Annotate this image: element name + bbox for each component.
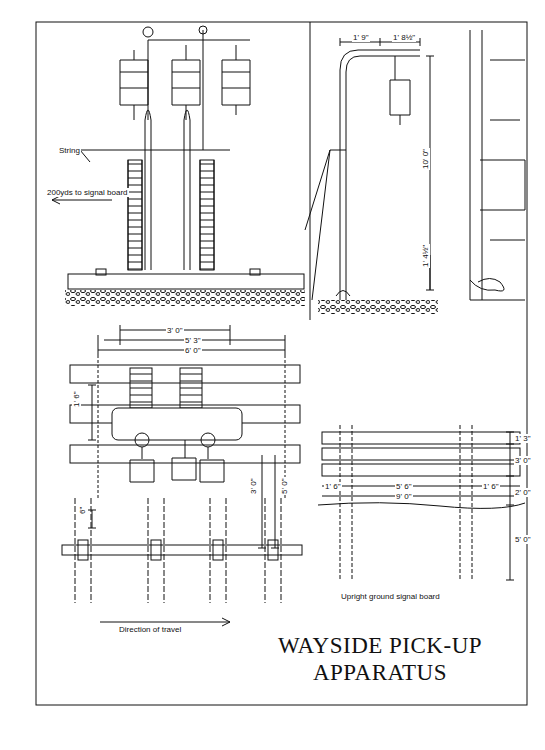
vehicle-side (470, 30, 525, 300)
dimension: 5' 3" (184, 336, 202, 345)
dimension: 10' 0" (421, 148, 430, 170)
dim (506, 432, 514, 580)
dimension: 5' 0" (514, 535, 532, 544)
dimension: 1' 6" (72, 391, 81, 409)
sleepers-plan (70, 365, 300, 463)
posts (80, 26, 250, 270)
ballast (65, 290, 305, 306)
note-label: 200yds to signal board (46, 188, 129, 197)
pouches (120, 45, 250, 120)
dimension: 1' 9" (352, 33, 370, 42)
dimension: 9' 0" (395, 492, 413, 501)
frame (36, 22, 527, 705)
dimension: 3' 0" (249, 478, 258, 496)
dimension: 6" (78, 506, 87, 515)
view-label: Upright ground signal board (340, 592, 441, 601)
sleepers-lower (75, 498, 281, 603)
dimension: 1' 8½" (392, 33, 416, 42)
dim-ext (98, 325, 285, 355)
dimension: 3' 0" (166, 326, 184, 335)
dimension: 1' 3" (514, 434, 532, 443)
ground (318, 503, 525, 509)
title: WAYSIDE PICK-UP APPARATUS (250, 632, 510, 686)
dimension: 1' 4½" (421, 244, 430, 268)
net (470, 279, 504, 292)
signal-board (318, 425, 525, 580)
ballast (318, 300, 438, 314)
dimension: 2' 0" (514, 488, 532, 497)
string-label: String (58, 146, 81, 155)
dimension: 1' 6" (324, 482, 342, 491)
dimension: 6' 0" (184, 346, 202, 355)
dimension: 5' 6" (395, 482, 413, 491)
platform (112, 408, 242, 440)
ladder-plan (130, 368, 152, 408)
divider (310, 22, 311, 320)
pouch (390, 56, 410, 125)
arrow (52, 196, 112, 204)
dimension: 3' 0" (514, 456, 532, 465)
crane-post (340, 50, 420, 300)
dimension: 1' 6" (482, 482, 500, 491)
ladders (128, 160, 214, 270)
sleeper (68, 274, 304, 289)
dimension: 5' 0" (280, 478, 289, 496)
view-label: Direction of travel (118, 625, 182, 634)
dim (88, 385, 96, 440)
stay (305, 150, 346, 300)
pouches-plan (130, 458, 224, 482)
rail-plan (62, 545, 302, 555)
